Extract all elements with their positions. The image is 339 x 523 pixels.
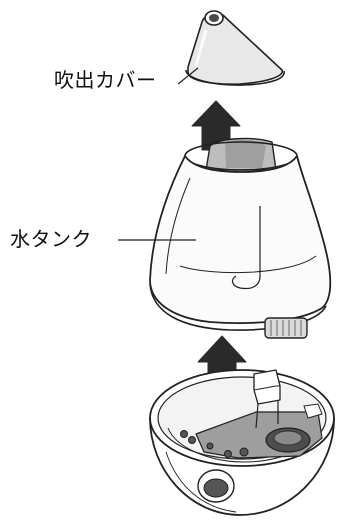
water-tank xyxy=(149,137,332,339)
outlet-cover-label: 吹出カバー xyxy=(54,68,157,92)
base-unit xyxy=(149,369,335,516)
outlet-cover-leader-line xyxy=(177,67,199,85)
water-tank-label: 水タンク xyxy=(10,227,92,251)
outlet-cover xyxy=(185,10,285,86)
